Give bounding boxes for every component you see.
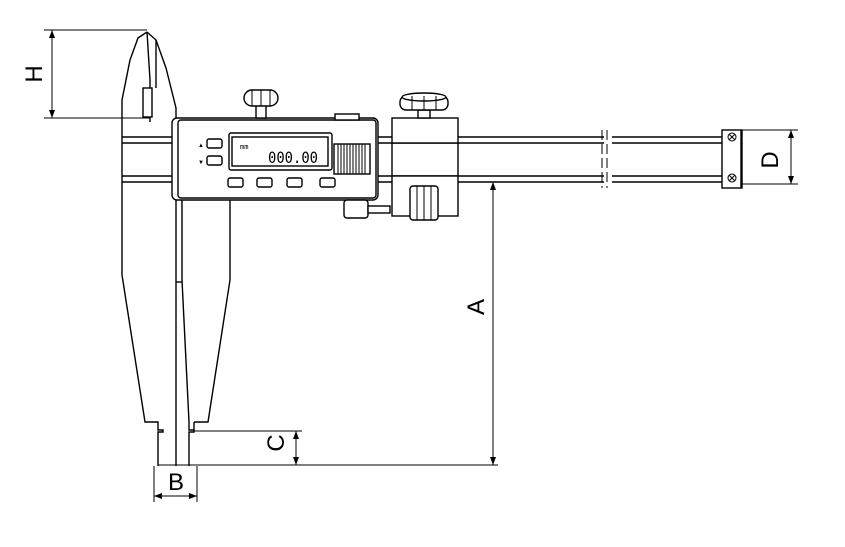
fine-adjust-knob-icon[interactable] [399,92,449,119]
battery-cap [343,199,391,219]
lcd-unit: mm [240,143,248,151]
up-arrow-icon: ▲ [198,143,204,149]
end-screw-icon [727,132,737,183]
thumb-roller[interactable] [333,143,371,175]
dimension-d-label: D [757,151,784,168]
dimension-a-label: A [463,299,490,315]
fine-adjust-clamp-icon[interactable] [409,185,439,221]
dimension-d: D [742,129,798,185]
lcd-display: mm 000.00 [228,132,333,171]
dimension-c: C [194,430,302,465]
dimension-c-label: C [263,434,290,451]
function-button-2[interactable] [256,177,273,188]
dimension-b: B [153,466,198,502]
function-button-4[interactable] [319,177,336,188]
up-button[interactable]: ▲ [198,138,223,149]
sliding-jaw [181,190,195,466]
down-button[interactable]: ▼ [198,155,223,166]
dimension-a: A [158,182,498,466]
dimension-b-label: B [168,469,184,496]
down-arrow-icon: ▼ [198,160,204,166]
dimension-h-label: H [21,65,48,82]
lock-screw-icon[interactable] [243,89,279,119]
fixed-jaw [121,31,164,466]
lcd-reading: 000.00 [268,148,318,167]
function-button-1[interactable] [227,177,244,188]
clamp-lug [334,113,360,121]
jaw-knife-edge [142,87,153,118]
function-button-3[interactable] [286,177,303,188]
dimension-h: H [21,29,150,119]
